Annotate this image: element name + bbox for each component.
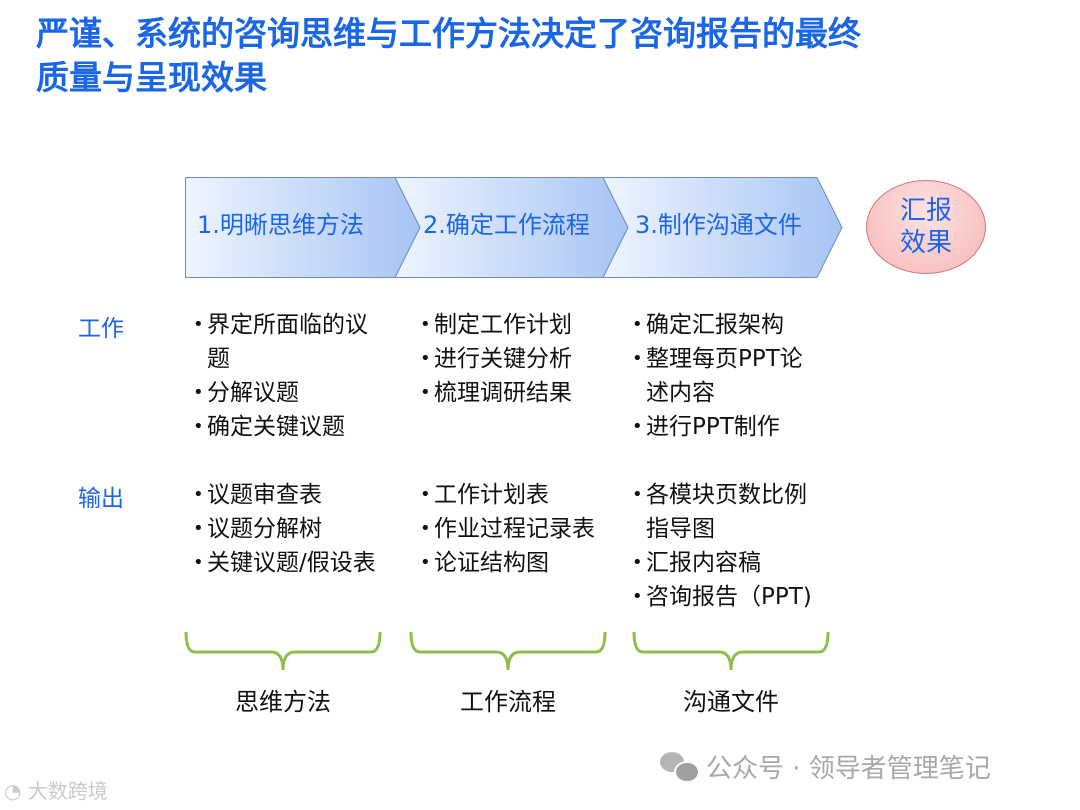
list-item: 梳理调研结果: [420, 376, 607, 410]
step-2-label: 2.确定工作流程: [423, 211, 590, 239]
curly-brace-icon: [184, 631, 382, 671]
row-label-output: 输出: [78, 486, 124, 512]
list-item: 咨询报告（PPT): [632, 580, 814, 614]
wechat-icon: [660, 751, 700, 783]
list-item: 确定汇报架构: [632, 308, 809, 342]
curly-brace-icon: [632, 631, 830, 671]
logo-icon: ◔: [4, 779, 22, 803]
output-list-3: 各模块页数比例指导图 汇报内容稿 咨询报告（PPT): [632, 478, 814, 614]
row-label-work: 工作: [78, 316, 124, 342]
list-item: 分解议题: [193, 376, 375, 410]
list-item: 确定关键议题: [193, 410, 375, 444]
list-item: 工作计划表: [420, 478, 607, 512]
result-line-1: 汇报: [899, 196, 952, 226]
brace-label-communication: 沟通文件: [683, 688, 779, 716]
watermark-right-text: 公众号 · 领导者管理笔记: [706, 754, 991, 784]
process-flow: 1.明晰思维方法 2.确定工作流程 3.制作沟通文件: [185, 177, 845, 278]
chevron-arrows: [185, 177, 843, 278]
list-item: 各模块页数比例指导图: [632, 478, 814, 546]
list-item: 作业过程记录表: [420, 512, 607, 546]
list-item: 界定所面临的议题: [193, 308, 375, 376]
watermark-left: ◔ 大数跨境: [4, 775, 108, 804]
step-3-label: 3.制作沟通文件: [635, 211, 802, 239]
list-item: 论证结构图: [420, 546, 607, 580]
list-item: 进行关键分析: [420, 342, 607, 376]
list-item: 整理每页PPT论述内容: [632, 342, 809, 410]
list-item: 关键议题/假设表: [193, 546, 390, 580]
page-title: 严谨、系统的咨询思维与工作方法决定了咨询报告的最终 质量与呈现效果: [36, 12, 1046, 100]
list-item: 议题分解树: [193, 512, 390, 546]
title-line-2: 质量与呈现效果: [36, 58, 267, 97]
step-1-label: 1.明晰思维方法: [197, 211, 364, 239]
list-item: 进行PPT制作: [632, 410, 809, 444]
list-item: 汇报内容稿: [632, 546, 814, 580]
output-list-2: 工作计划表 作业过程记录表 论证结构图: [420, 478, 607, 580]
output-list-1: 议题审查表 议题分解树 关键议题/假设表: [193, 478, 390, 580]
watermark-left-text: 大数跨境: [27, 779, 108, 803]
work-list-3: 确定汇报架构 整理每页PPT论述内容 进行PPT制作: [632, 308, 809, 444]
list-item: 制定工作计划: [420, 308, 607, 342]
result-line-2: 效果: [899, 228, 952, 258]
title-line-1: 严谨、系统的咨询思维与工作方法决定了咨询报告的最终: [36, 14, 861, 53]
list-item: 议题审查表: [193, 478, 390, 512]
work-list-2: 制定工作计划 进行关键分析 梳理调研结果: [420, 308, 607, 410]
brace-label-thinking: 思维方法: [235, 688, 331, 716]
curly-brace-icon: [409, 631, 607, 671]
brace-label-workflow: 工作流程: [460, 688, 556, 716]
result-circle: 汇报 效果: [866, 180, 986, 274]
work-list-1: 界定所面临的议题 分解议题 确定关键议题: [193, 308, 375, 444]
watermark-right: 公众号 · 领导者管理笔记: [660, 748, 991, 785]
